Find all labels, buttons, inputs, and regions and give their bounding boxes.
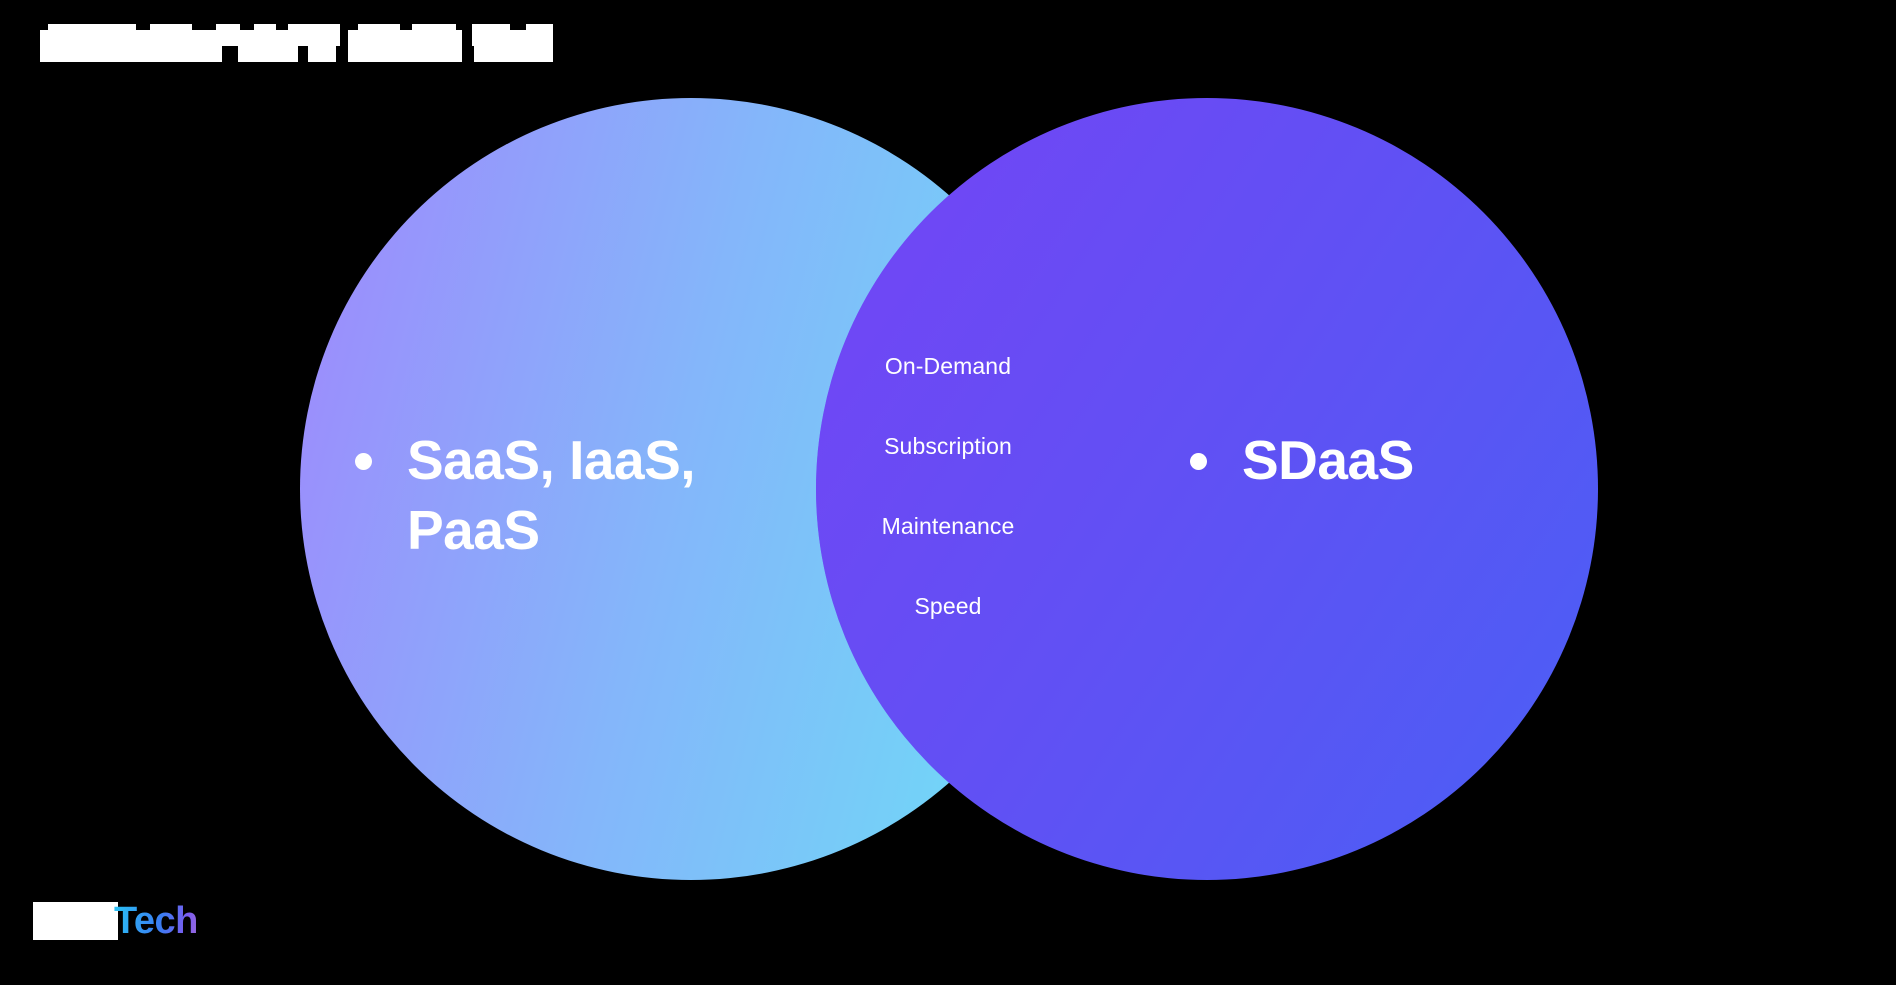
venn-overlap-region [816, 98, 1082, 880]
venn-left-label-text: SaaS, IaaS, PaaS [407, 429, 696, 562]
bullet-icon [1190, 453, 1207, 470]
venn-left-label: SaaS, IaaS, PaaS [355, 425, 755, 566]
overlap-item-subscription: Subscription [884, 433, 1012, 459]
venn-right-label-text: SDaaS [1242, 429, 1414, 491]
page-title-text: ███████ "As a Service" Models [40, 24, 554, 68]
venn-overlap-list: On-Demand Subscription Maintenance Speed [828, 355, 1068, 618]
overlap-item-maintenance: Maintenance [881, 513, 1015, 539]
logo-redacted-block [33, 902, 118, 940]
venn-right-label: SDaaS [1190, 425, 1520, 495]
overlap-item-on-demand: On-Demand [884, 353, 1012, 379]
brand-logo: Tech [33, 898, 198, 944]
page-title: ███████ "As a Service" Models [40, 24, 554, 68]
overlap-item-speed: Speed [914, 593, 982, 619]
bullet-icon [355, 453, 372, 470]
logo-text: Tech [114, 900, 198, 942]
